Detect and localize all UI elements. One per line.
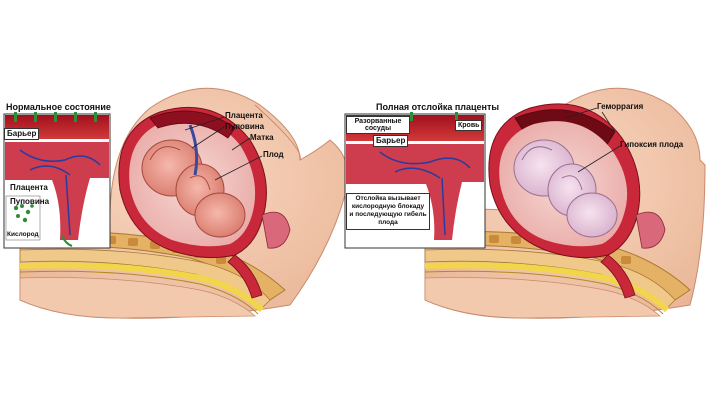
right-back-muscle [424, 277, 662, 319]
oxygen-box [5, 195, 41, 241]
left-placenta [149, 110, 236, 139]
left-barrier-label: Барьер [4, 128, 40, 140]
left-fetus [141, 139, 246, 238]
oxygen-molecules [13, 204, 34, 223]
blood-label: Кровь [455, 120, 483, 131]
left-body [19, 87, 349, 319]
oxygen-label: Кислород [7, 231, 39, 238]
left-inset-vessels [19, 149, 101, 236]
left-inset-umbilical-label: Пуповина [10, 197, 50, 206]
left-umbilical-label: Пуповина [225, 122, 265, 131]
left-spinal-cord [19, 262, 265, 313]
left-uterus-label: Матка [250, 133, 274, 142]
right-body [424, 87, 706, 319]
right-fetus [513, 139, 618, 238]
right-bladder [635, 211, 666, 249]
left-bladder [261, 211, 291, 249]
left-cervix [227, 254, 263, 299]
right-spinal-cord [424, 262, 670, 313]
torn-vessels-label: Разорванные сосуды [346, 116, 410, 134]
fetal-hypoxia-label: Гипоксия плода [620, 140, 684, 149]
left-inset-fetal-vessel [61, 235, 73, 247]
left-inset-tissue [5, 142, 109, 240]
abruption-note: Отслойка вызывает кислородную блокаду и … [346, 193, 430, 230]
left-panel-title: Нормальное состояние [6, 102, 111, 112]
left-inset-placenta-label: Плацента [10, 183, 48, 192]
left-spinal-cord-edge [19, 270, 259, 315]
left-umbilical-cord [188, 124, 199, 176]
left-back-muscle [19, 277, 257, 319]
left-belly-line [254, 104, 301, 161]
left-inset [3, 112, 111, 249]
right-inset-tissue [346, 144, 484, 240]
left-inset-villi [14, 112, 97, 122]
left-placenta-label: Плацента [225, 111, 263, 120]
right-cervix [600, 254, 636, 299]
hemorrhage-label: Геморрагия [597, 102, 644, 111]
right-spinal-cord-edge [424, 270, 664, 315]
left-vertebrae-band [19, 248, 271, 309]
right-barrier-label: Барьер [373, 135, 409, 147]
right-inset-villi [410, 112, 458, 121]
left-fetus-label: Плод [263, 150, 284, 159]
right-inset-vessels [379, 151, 471, 236]
right-panel-title: Полная отслойка плаценты [376, 102, 500, 112]
